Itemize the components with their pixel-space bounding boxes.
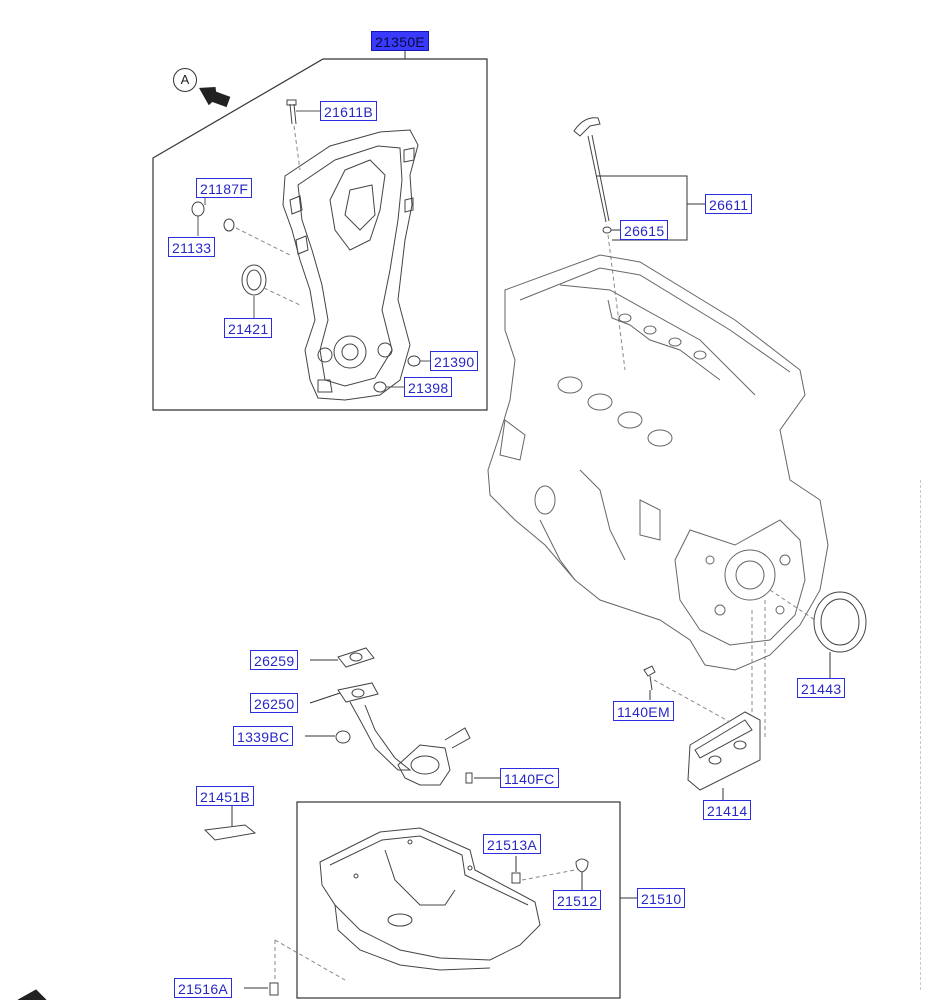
oil-pan-shape <box>319 827 541 971</box>
part-ref-21398[interactable]: 21398 <box>404 377 453 397</box>
part-ref-21443[interactable]: 21443 <box>797 678 846 698</box>
rear-oil-seal-shape <box>813 591 867 653</box>
part-ref-21421[interactable]: 21421 <box>224 318 273 338</box>
part-ref-26615[interactable]: 26615 <box>620 220 669 240</box>
part-ref-21390[interactable]: 21390 <box>430 351 479 371</box>
part-ref-21510[interactable]: 21510 <box>637 888 686 908</box>
timing-cover-shape <box>282 129 419 401</box>
baffle-plate-shape <box>203 824 257 841</box>
part-ref-21451B[interactable]: 21451B <box>196 786 255 806</box>
oil-pan-bracket-shape <box>687 711 761 791</box>
corner-arrow-icon <box>17 989 47 1000</box>
part-ref-1339BC[interactable]: 1339BC <box>233 726 294 746</box>
bolt-shape <box>643 665 656 691</box>
part-ref-21611B[interactable]: 21611B <box>320 101 378 121</box>
part-ref-21513A[interactable]: 21513A <box>483 834 542 854</box>
page-separator <box>920 480 921 990</box>
stud-bolt-shape <box>286 99 297 125</box>
oil-pan-group-box <box>296 801 621 999</box>
part-ref-26259[interactable]: 26259 <box>250 650 299 670</box>
part-ref-1140FC[interactable]: 1140FC <box>500 768 559 788</box>
part-ref-21133[interactable]: 21133 <box>168 237 216 257</box>
part-ref-1140EM[interactable]: 1140EM <box>613 701 674 721</box>
part-ref-21187F[interactable]: 21187F <box>196 178 253 198</box>
part-ref-26250[interactable]: 26250 <box>250 693 299 713</box>
engine-block-shape <box>487 254 829 671</box>
drain-plug-shapes <box>269 858 589 996</box>
oil-strainer-shape <box>337 647 471 786</box>
part-ref-21516A[interactable]: 21516A <box>174 978 233 998</box>
part-ref-21350E[interactable]: 21350E <box>371 31 430 51</box>
part-ref-26611[interactable]: 26611 <box>705 194 753 214</box>
part-ref-21414[interactable]: 21414 <box>703 800 752 820</box>
timing-cover-group-box <box>152 58 488 411</box>
dipstick-shape <box>573 117 612 234</box>
gasket-nut-shapes <box>335 730 473 784</box>
view-marker-a: A <box>173 68 197 92</box>
part-ref-21512[interactable]: 21512 <box>553 890 602 910</box>
view-arrow-icon <box>199 87 231 108</box>
